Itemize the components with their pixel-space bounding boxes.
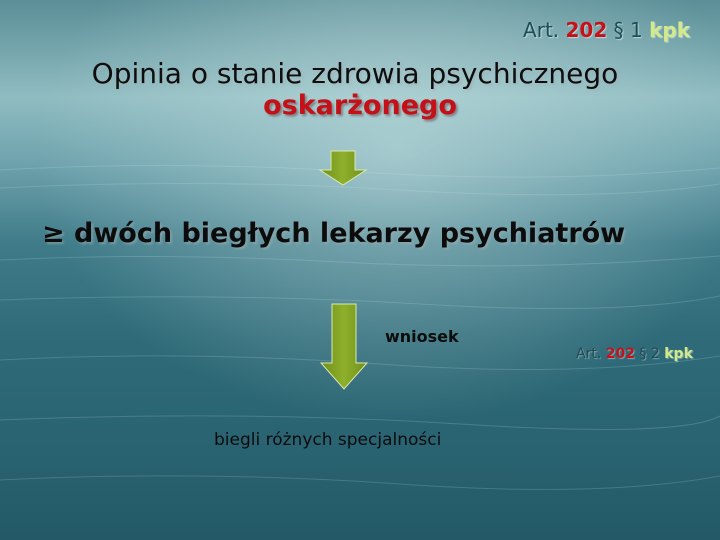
- article-paragraph: § 1: [613, 18, 643, 42]
- article-reference-side: Art. 202 § 2 kpk: [576, 346, 693, 362]
- article-label: Art.: [523, 18, 560, 42]
- article-code: kpk: [649, 18, 690, 42]
- down-arrow-icon: [318, 150, 368, 186]
- experts-note: biegli różnych specjalności: [214, 430, 442, 450]
- down-arrow-icon: [319, 303, 369, 390]
- article-number: 202: [605, 346, 635, 362]
- slide-title: Opinia o stanie zdrowia psychicznego: [91, 57, 619, 90]
- article-reference-top: Art. 202 § 1 kpk: [523, 18, 690, 42]
- article-code: kpk: [664, 346, 693, 362]
- main-statement: ≥ dwóch biegłych lekarzy psychiatrów: [42, 218, 626, 249]
- article-label: Art.: [576, 346, 602, 362]
- article-paragraph: § 2: [639, 346, 660, 362]
- article-number: 202: [565, 18, 608, 42]
- request-label: wniosek: [385, 327, 459, 346]
- slide-title-highlight: oskarżonego: [263, 90, 457, 121]
